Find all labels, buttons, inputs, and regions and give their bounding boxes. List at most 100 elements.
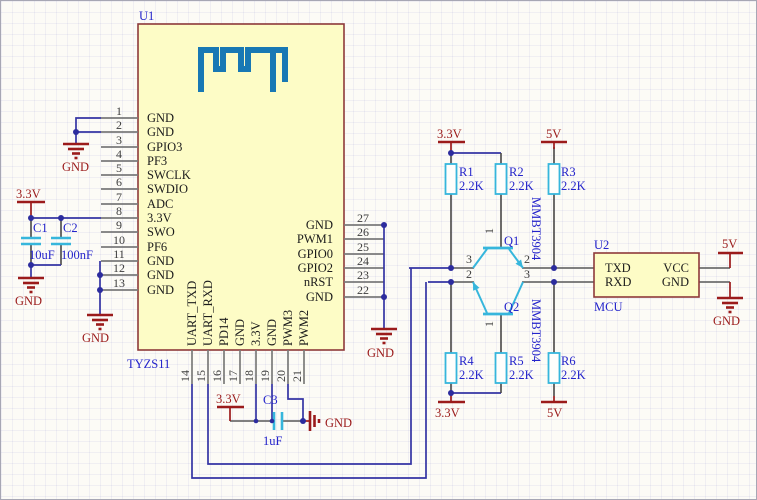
capacitor-c3[interactable]: C3 1uF [263,393,284,448]
wires[interactable] [30,117,731,479]
transistor-q1[interactable]: Q1 MMBT3904 1 3 2 [466,197,543,269]
resistor-r3[interactable]: R3 2.2K [547,147,586,268]
q1-pin-left: 3 [466,252,472,266]
u2-symbol[interactable]: U2 MCU TXD RXD VCC GND [593,238,700,314]
u1-pin-num: 10 [113,233,125,247]
u1-pin-num: 25 [357,240,369,254]
r4-ref: R4 [459,354,474,368]
q2-pin-right: 3 [524,267,530,281]
q2-pin-base: 1 [482,321,496,327]
gnd-c1c2[interactable]: GND [15,276,44,308]
u1-pin-num: 7 [116,190,122,204]
u1-pin-num: 5 [116,161,122,175]
gnd-label: GND [325,416,352,430]
u1-pin-num: 11 [113,247,125,261]
power-3v3-r4[interactable]: 3.3V [435,393,465,420]
u1-pin-name: PF6 [147,240,167,254]
gnd-u2[interactable]: GND [713,296,743,328]
gnd-pins111213[interactable]: GND [82,313,113,345]
u1-pin-name: PWM1 [297,232,333,246]
power-5v-r6[interactable]: 5V [541,396,567,420]
r4-value: 2.2K [459,368,484,382]
u1-pin-name: GND [147,111,174,125]
power-label: 3.3V [216,392,241,406]
q1-pin-right: 2 [524,252,530,266]
u1-pin-num: 15 [194,370,208,382]
gnd-label: GND [713,314,740,328]
u1-right-pins[interactable]: 27 26 25 24 23 22 GND PWM1 GPIO0 GPIO2 n… [297,211,384,304]
antenna-icon [198,47,288,92]
r1-value: 2.2K [459,179,484,193]
u1-pin-name: ADC [147,197,173,211]
q1-value: MMBT3904 [529,197,543,261]
u1-pin-num: 17 [226,370,240,382]
gnd-c3-chassis[interactable]: GND [308,411,352,431]
u1-pin-num: 26 [357,225,369,239]
resistor-r1[interactable]: R1 2.2K [444,153,484,268]
power-3v3-c3[interactable]: 3.3V [216,392,244,421]
u1-pin-num: 27 [357,211,369,225]
u1-pin-name: GPIO3 [147,140,182,154]
u1-pin-num: 14 [178,370,192,382]
u2-ref: U2 [594,238,609,252]
u1-pin-num: 16 [210,370,224,382]
u1-pin-name: nRST [304,275,334,289]
u1-pin-name: 3.3V [249,321,263,346]
capacitor-c1[interactable]: C1 10uF [21,221,55,262]
q2-ref: Q2 [504,300,519,314]
u1-pin-name: GND [233,319,247,346]
q1-emitter-arrow-icon [515,259,523,268]
resistor-r2[interactable]: R2 2.2K [494,153,534,248]
u1-symbol[interactable]: U1 TYZS11 [127,9,345,371]
u1-bottom-pins[interactable]: 14 15 16 17 18 19 20 21 UART_TXD UART_RX… [178,280,311,384]
u1-pin-num: 13 [113,276,125,290]
u1-pin-num: 12 [113,261,125,275]
power-3v3-c1[interactable]: 3.3V [16,187,45,218]
resistor-r4[interactable]: R4 2.2K [444,282,484,393]
power-5v-u2[interactable]: 5V [718,237,743,255]
q2-value: MMBT3904 [529,299,543,363]
u1-pin-num: 18 [242,370,256,382]
power-label: 5V [722,237,737,251]
u1-pin-num: 19 [258,370,272,382]
u1-pin-num: 8 [116,204,122,218]
r3-value: 2.2K [561,179,586,193]
gnd-pins12[interactable]: GND [62,142,89,174]
power-5v-r3[interactable]: 5V [541,127,567,149]
power-3v3-r1[interactable]: 3.3V [437,127,465,153]
u1-pin-name: SWDIO [147,182,188,196]
r5-ref: R5 [509,354,524,368]
u1-pin-name: UART_RXD [201,280,215,346]
u1-pin-num: 22 [357,283,369,297]
u2-pin-name: GND [662,275,689,289]
u1-pin-name: GND [306,290,333,304]
resistor-r6[interactable]: R6 2.2K [547,282,586,396]
q1-pin-base: 1 [482,228,496,234]
u1-pin-name: PD14 [217,317,231,346]
u1-pin-name: GND [306,218,333,232]
u1-body[interactable] [137,23,345,351]
q1-ref: Q1 [504,234,519,248]
gnd-label: GND [62,160,89,174]
r1-ref: R1 [459,165,474,179]
u1-pin-name: GND [147,283,174,297]
u1-pin-num: 21 [290,370,304,382]
u1-pin-name: GND [265,319,279,346]
u1-left-pins[interactable]: 1 2 3 4 5 6 7 8 9 10 11 12 13 GND GND GP… [101,104,191,297]
u2-part-label: MCU [594,300,622,314]
power-label: 3.3V [16,187,41,201]
u1-pin-name: PWM2 [297,310,311,346]
transistor-q2[interactable]: Q2 MMBT3904 1 2 3 [466,267,543,363]
r3-ref: R3 [561,165,576,179]
u1-pin-name: PWM3 [281,310,295,346]
power-label: 3.3V [435,406,460,420]
c2-value: 100nF [61,248,93,262]
u2-body[interactable] [593,252,700,298]
resistor-r5[interactable]: R5 2.2K [494,314,534,393]
u1-pin-name: UART_TXD [185,281,199,346]
capacitor-c2[interactable]: C2 100nF [51,221,93,262]
gnd-u1-right[interactable]: GND [367,327,397,360]
u1-pin-num: 20 [274,370,288,382]
u1-pin-num: 9 [116,218,122,232]
